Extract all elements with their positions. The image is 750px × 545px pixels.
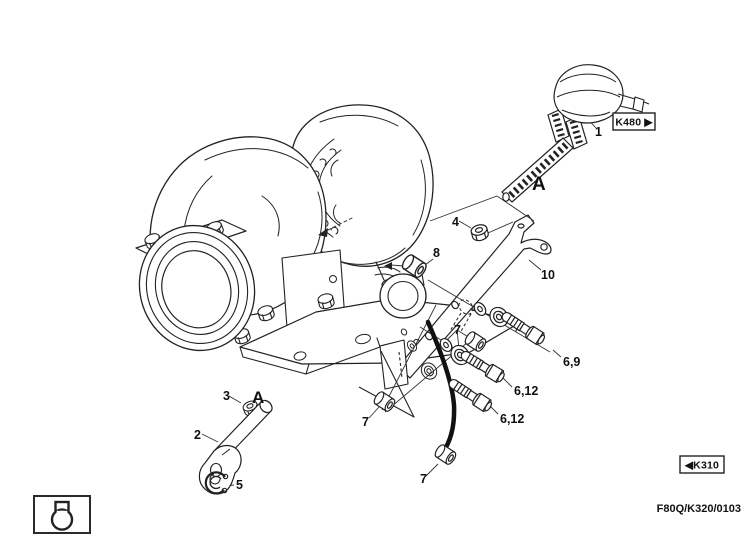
clevis-rod-assembly [198, 398, 273, 495]
detail-label-a-top: A [532, 174, 546, 195]
callout-part10: 10 [541, 268, 555, 282]
callout-part7-left: 7 [362, 415, 369, 429]
callout-part5: 5 [236, 478, 243, 492]
callout-part3: 3 [223, 389, 230, 403]
callout-bolt-6-12-upper: 6,12 [514, 384, 538, 398]
keyhole-component-icon [50, 500, 74, 531]
routing-curve [425, 319, 457, 455]
callout-bolt-6-9: 6,9 [563, 355, 580, 369]
heat-shield-bracket [358, 338, 441, 418]
callout-bolt-6-12-lower: 6,12 [500, 412, 524, 426]
retaining-clip-5 [204, 471, 229, 495]
callout-part7-bottom: 7 [420, 472, 427, 486]
callout-part1: 1 [595, 125, 602, 139]
bolt-6-12-upper [457, 347, 508, 385]
spacer-7-left [371, 389, 398, 414]
detail-label-a-bottom: A [252, 388, 264, 407]
clevis-rod-2 [198, 399, 273, 495]
wastegate-actuator [501, 64, 650, 203]
actuator-rod [501, 108, 588, 203]
callout-part7-top: 7 [454, 323, 461, 337]
callout-part4: 4 [452, 215, 459, 229]
callout-part2: 2 [194, 428, 201, 442]
nav-k480-link[interactable]: K480 ▶ [612, 112, 656, 131]
spacer-7-bottom [432, 442, 459, 467]
nav-k480-label[interactable]: K480 ▶ [615, 117, 653, 129]
callout-part8: 8 [433, 246, 440, 260]
document-code: F80Q/K320/0103 [657, 503, 741, 515]
legend-box[interactable] [33, 495, 91, 534]
nav-k310-link[interactable]: ◀K310 [679, 455, 725, 474]
nav-k310-label[interactable]: ◀K310 [684, 460, 719, 472]
cap-nut-4 [469, 222, 491, 243]
